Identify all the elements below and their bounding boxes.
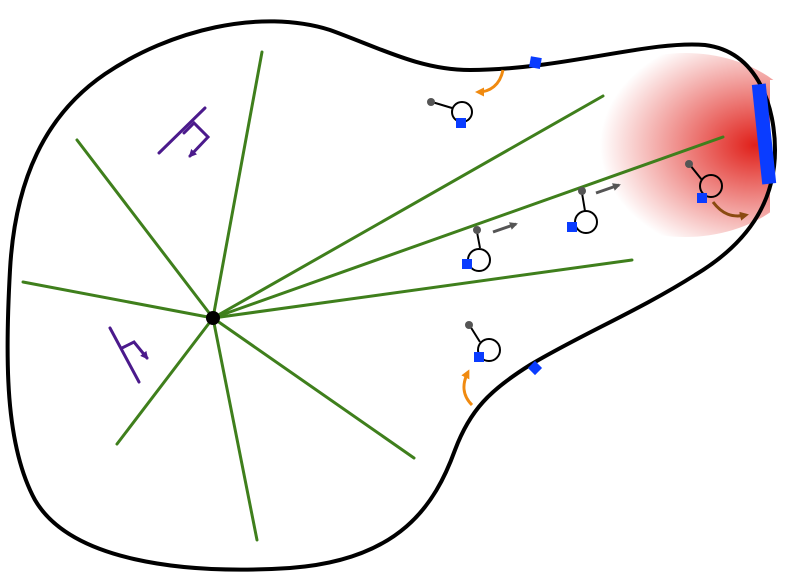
- cell-icon: [465, 321, 501, 362]
- ray-group: [21, 50, 725, 542]
- receptor-marker: [527, 360, 543, 376]
- gene-promoter-icon: [108, 326, 149, 384]
- ray: [211, 316, 259, 542]
- motion-arrow: [492, 222, 518, 234]
- receptor-marker: [697, 193, 707, 203]
- ray: [211, 258, 634, 320]
- ray: [115, 316, 215, 446]
- ray: [211, 316, 416, 460]
- cell-icon: [462, 226, 491, 272]
- cell-icon: [427, 98, 473, 128]
- cell-icon: [567, 187, 598, 234]
- cell-outline: [5, 19, 777, 572]
- gene-promoter-icon: [157, 106, 211, 158]
- receptor-marker: [456, 118, 466, 128]
- turn-arrow: [711, 201, 749, 221]
- turn-arrow: [475, 69, 505, 97]
- hotspot-gradient: [560, 53, 788, 237]
- motion-arrow: [595, 183, 621, 195]
- receptor-marker: [529, 56, 542, 69]
- receptor-marker: [567, 222, 577, 232]
- receptor-band: [751, 83, 777, 185]
- ray: [211, 50, 264, 320]
- turn-arrow: [461, 369, 474, 407]
- ray: [211, 94, 605, 320]
- cell-icon: [685, 160, 723, 203]
- outline-mask: [770, 80, 788, 230]
- ray: [75, 138, 215, 320]
- hub-node: [206, 311, 220, 325]
- receptor-marker: [474, 352, 484, 362]
- receptor-marker: [462, 259, 472, 269]
- ray: [21, 280, 215, 320]
- ray: [211, 135, 725, 320]
